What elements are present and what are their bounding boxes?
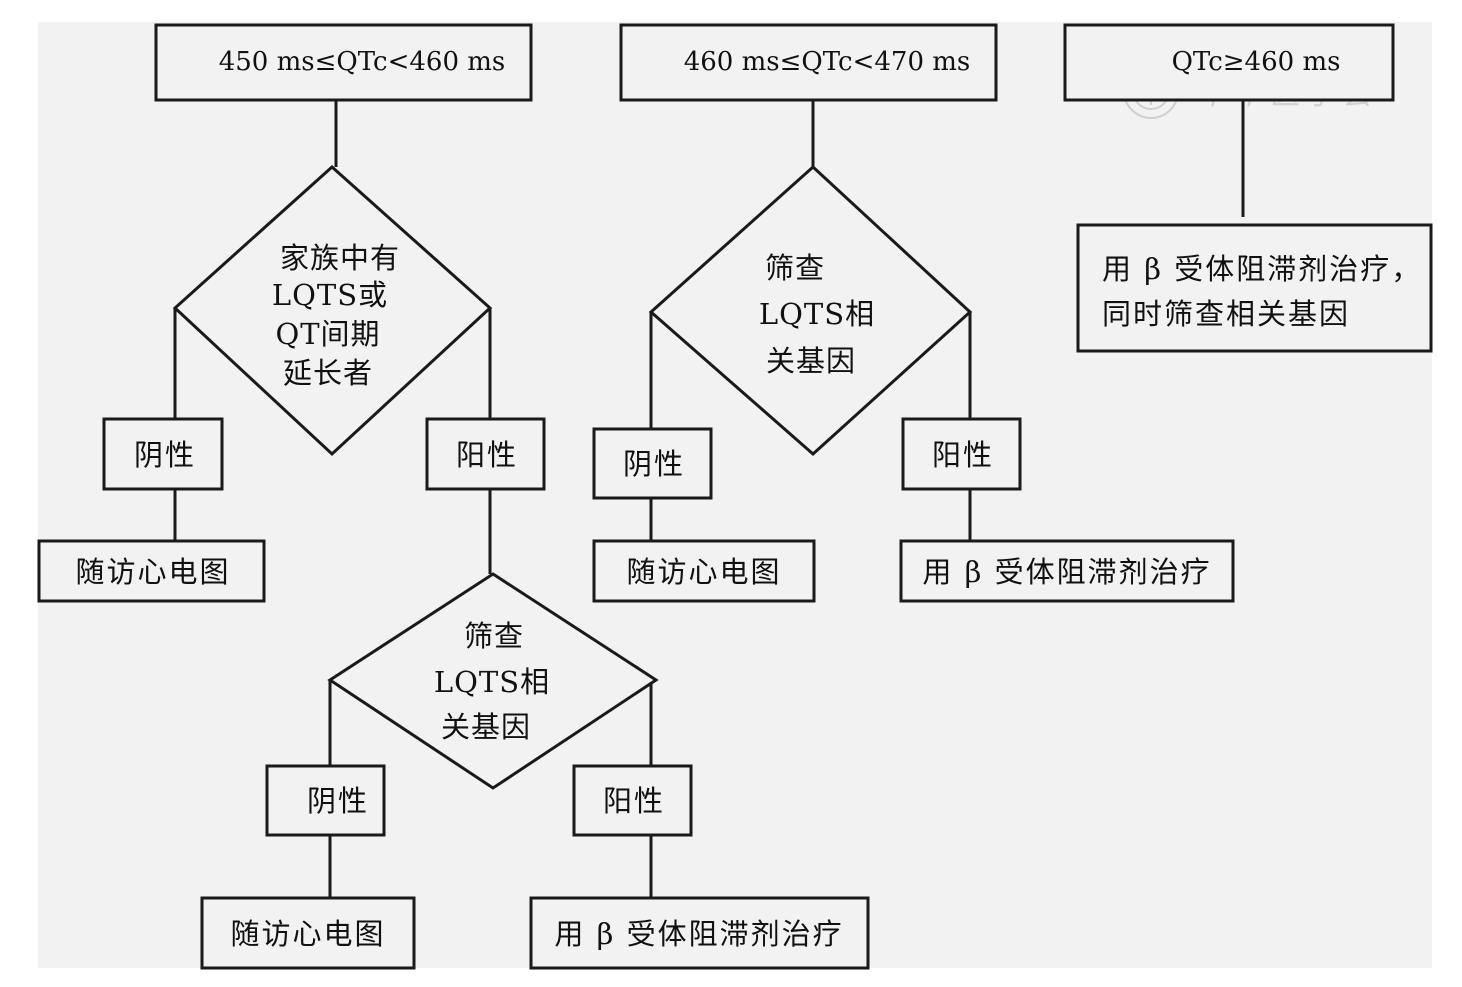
header-box-450-460: 450 ms≤QTc<460 ms	[154, 23, 533, 102]
action-line: 同时筛查相关基因	[1102, 297, 1350, 331]
positive-label: 阳性	[932, 438, 994, 472]
decision-line: 延长者	[283, 356, 373, 390]
decision-gene-screening: 筛查 LQTS相 关基因	[648, 164, 973, 457]
positive-box: 阳性	[425, 417, 546, 491]
header-box-470-plus: QTc≥460 ms	[1063, 23, 1395, 102]
negative-label: 阴性	[307, 784, 369, 818]
decision-gene-screening: 筛查 LQTS相 关基因	[327, 572, 659, 790]
beta-blocker-label: 用 β 受体阻滞剂治疗	[922, 555, 1211, 589]
positive-label: 阳性	[456, 438, 518, 472]
decision-line: 关基因	[441, 710, 531, 744]
decision-line: QT间期	[275, 317, 380, 351]
negative-label: 阴性	[134, 438, 196, 472]
positive-box: 阳性	[901, 417, 1022, 491]
decision-line: 关基因	[766, 344, 856, 378]
negative-box: 阴性	[592, 427, 713, 500]
negative-label: 阴性	[623, 447, 685, 481]
decision-family-history: 家族中有 LQTS或 QT间期 延长者	[172, 164, 493, 457]
column-1: 450 ms≤QTc<460 ms 家族中有 LQTS或 QT间期 延长者 阴性…	[37, 23, 870, 970]
decision-line: 筛查	[765, 251, 825, 285]
header-label: QTc≥460 ms	[1172, 47, 1341, 77]
screen-positive-box: 阳性	[572, 764, 693, 837]
decision-line: LQTS相	[434, 665, 550, 699]
decision-line: LQTS相	[759, 297, 875, 331]
follow-up-ecg-label: 随访心电图	[75, 555, 230, 589]
action-line: 用 β 受体阻滞剂治疗，	[1102, 252, 1422, 286]
negative-box: 阴性	[102, 417, 224, 491]
decision-line: 筛查	[464, 619, 524, 653]
beta-blocker-label: 用 β 受体阻滞剂治疗	[554, 917, 843, 951]
follow-up-ecg-box: 随访心电图	[592, 539, 816, 603]
header-label: 460 ms≤QTc<470 ms	[684, 47, 971, 77]
beta-blocker-box: 用 β 受体阻滞剂治疗	[899, 539, 1235, 603]
connectors	[173, 100, 1245, 898]
follow-up-ecg-box: 随访心电图	[200, 896, 416, 970]
diagram-background	[38, 22, 1432, 968]
column-3: QTc≥460 ms 用 β 受体阻滞剂治疗， 同时筛查相关基因	[1063, 23, 1433, 353]
beta-blocker-box: 用 β 受体阻滞剂治疗	[529, 896, 870, 970]
column-2: 460 ms≤QTc<470 ms 筛查 LQTS相 关基因 阴性 阳性 随访心…	[592, 23, 1235, 603]
screen-negative-box: 阴性	[265, 764, 386, 837]
follow-up-ecg-label: 随访心电图	[230, 917, 385, 951]
header-box-460-470: 460 ms≤QTc<470 ms	[619, 23, 998, 102]
positive-label: 阳性	[603, 784, 665, 818]
follow-up-ecg-label: 随访心电图	[626, 555, 781, 589]
decision-line: LQTS或	[272, 278, 388, 312]
decision-line: 家族中有	[280, 241, 400, 275]
header-label: 450 ms≤QTc<460 ms	[219, 47, 506, 77]
follow-up-ecg-box: 随访心电图	[37, 539, 266, 603]
beta-blocker-and-screening-box: 用 β 受体阻滞剂治疗， 同时筛查相关基因	[1076, 223, 1433, 353]
